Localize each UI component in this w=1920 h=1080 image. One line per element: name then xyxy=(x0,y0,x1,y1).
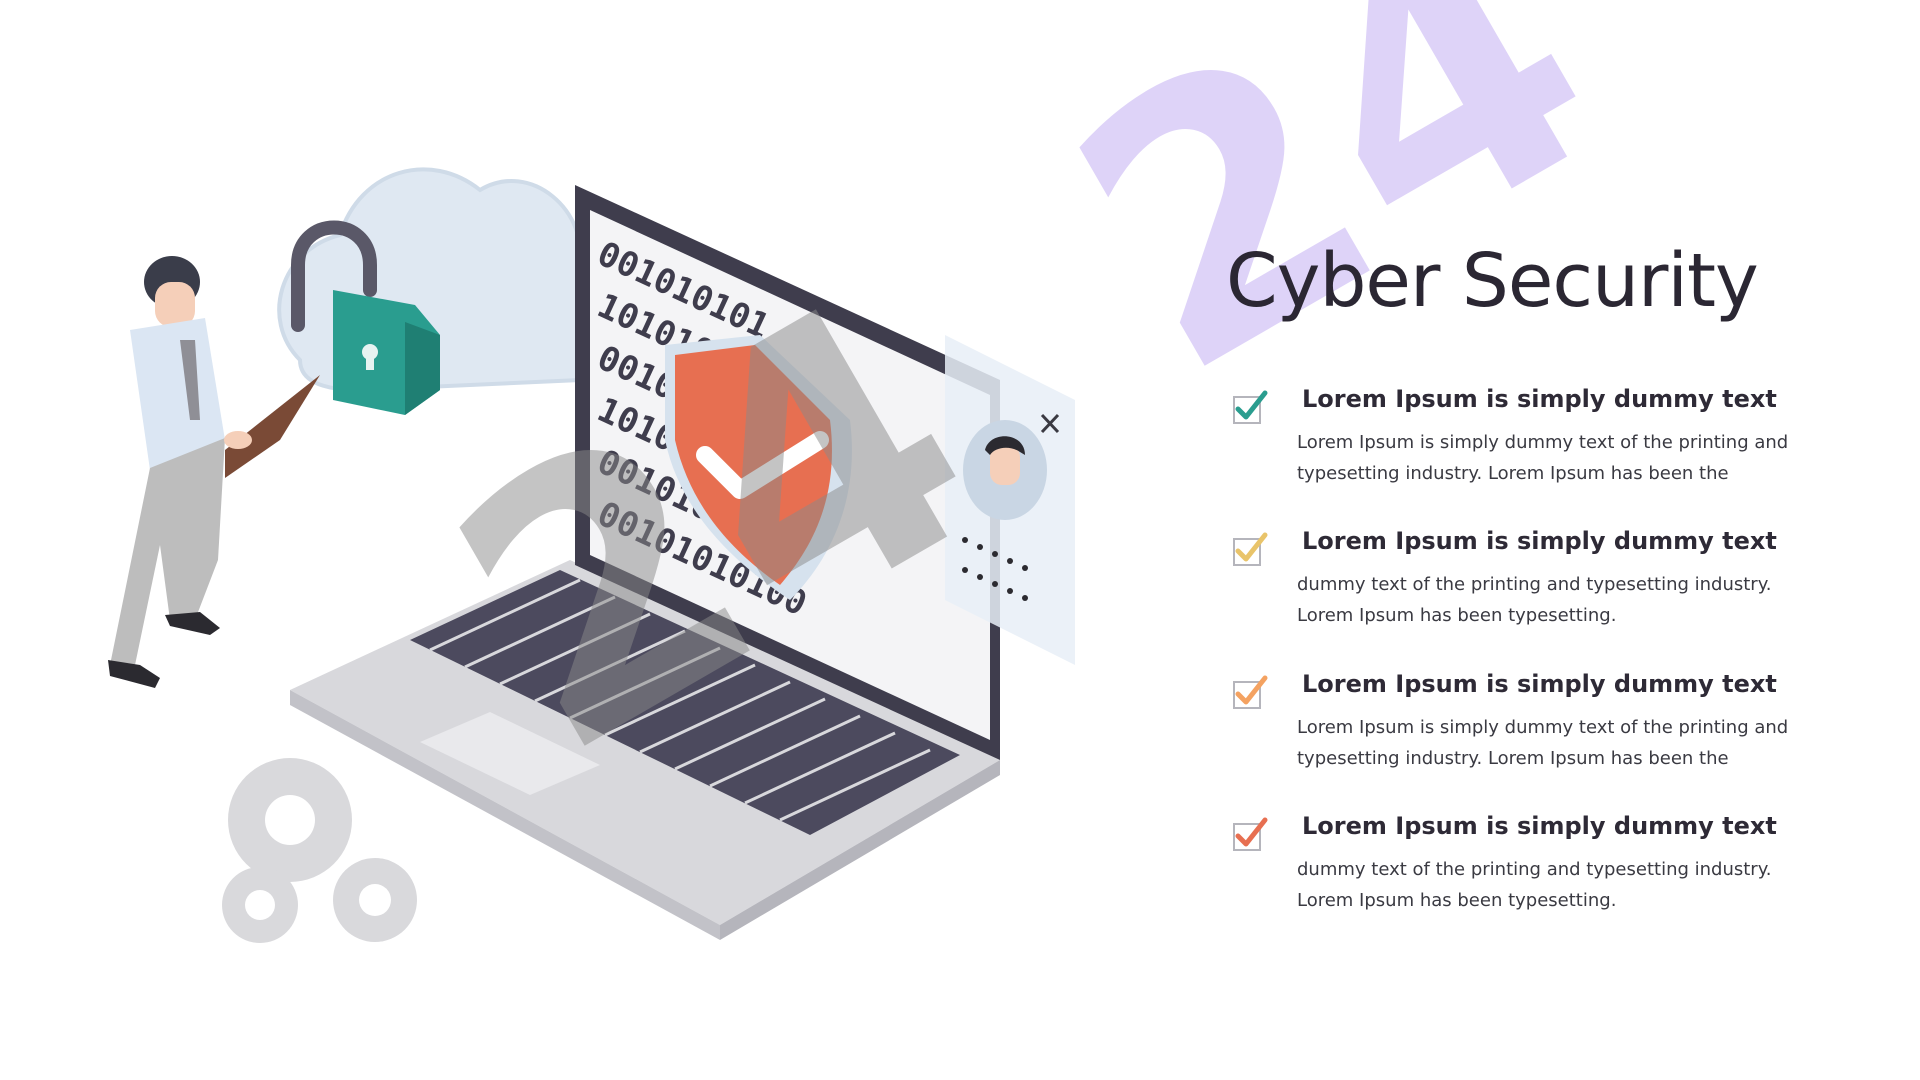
item-title: Lorem Ipsum is simply dummy text xyxy=(1302,670,1777,698)
person-icon xyxy=(108,256,320,688)
item-body: Lorem Ipsum is simply dummy text of the … xyxy=(1297,717,1789,769)
item-body: dummy text of the printing and typesetti… xyxy=(1297,859,1772,911)
cloud-icon xyxy=(277,167,612,393)
check-mark xyxy=(1235,532,1268,562)
checkbox-check-icon xyxy=(1233,675,1268,709)
item-body: Lorem Ipsum is simply dummy text of the … xyxy=(1297,432,1789,484)
item-body: dummy text of the printing and typesetti… xyxy=(1297,574,1772,626)
padlock-icon xyxy=(291,220,440,415)
item-title: Lorem Ipsum is simply dummy text xyxy=(1302,812,1777,840)
user-card-icon xyxy=(945,335,1075,665)
check-mark xyxy=(1235,817,1268,847)
checkbox-check-icon xyxy=(1233,390,1268,424)
item-title: Lorem Ipsum is simply dummy text xyxy=(1302,385,1777,413)
checkbox-check-icon xyxy=(1233,817,1268,851)
check-mark xyxy=(1235,675,1268,705)
shield-check-icon xyxy=(665,335,852,600)
check-mark xyxy=(1235,390,1268,420)
item-title: Lorem Ipsum is simply dummy text xyxy=(1302,527,1777,555)
page-title: Cyber Security xyxy=(1226,238,1759,324)
checkbox-check-icon xyxy=(1233,532,1268,566)
gear-icon xyxy=(222,758,417,943)
